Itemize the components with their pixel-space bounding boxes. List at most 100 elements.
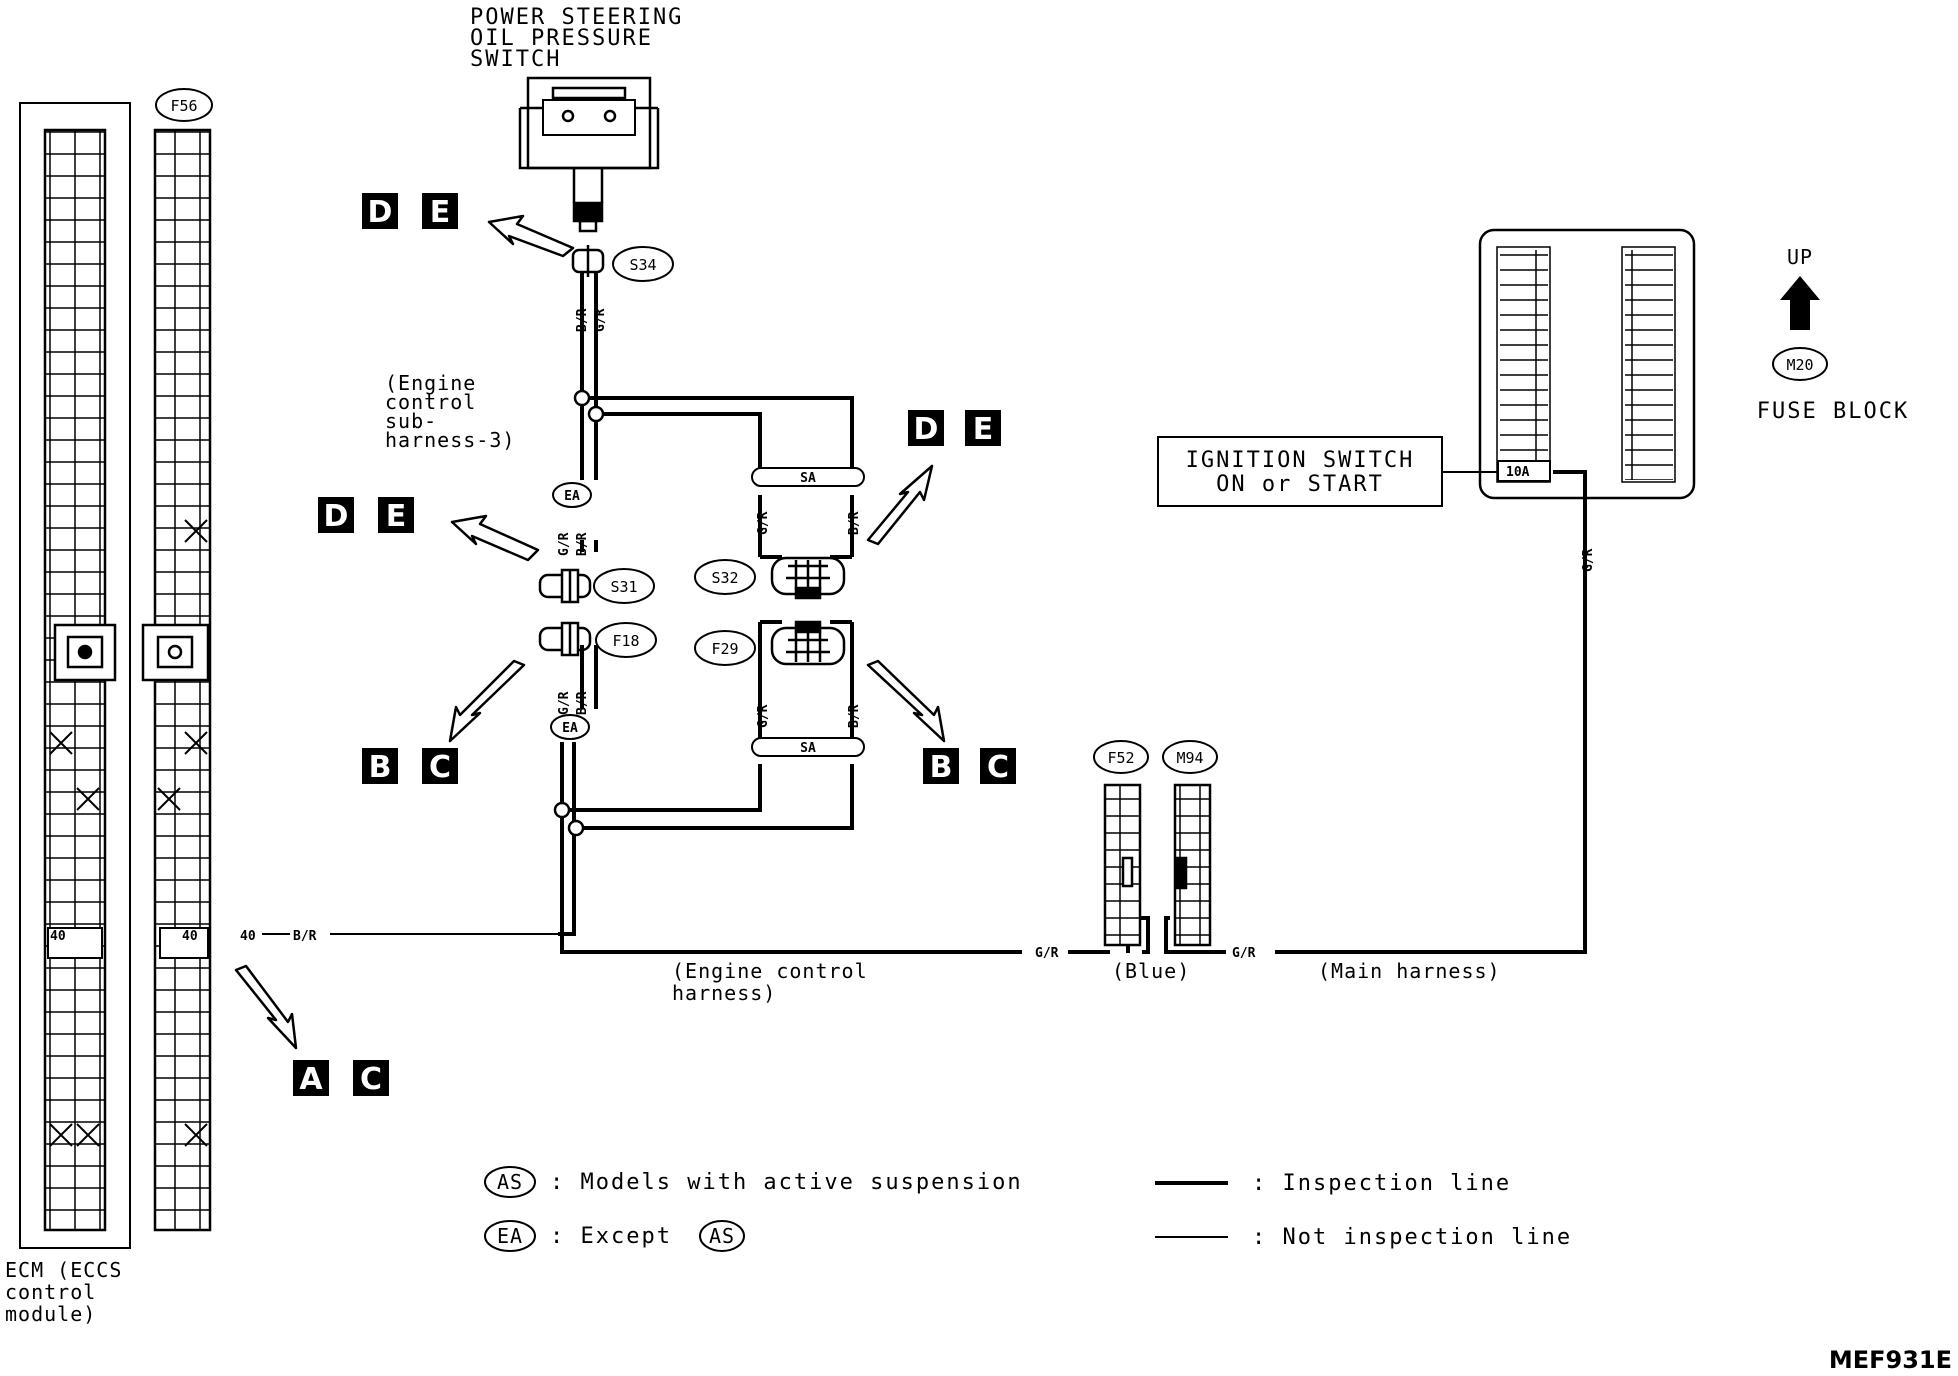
ea-marker-bottom: EA [550,714,590,740]
m94-connector [1164,783,1212,954]
m94-label: M94 [1162,740,1218,774]
svg-text:AS: AS [497,1170,523,1194]
reference-arrows [234,214,946,1050]
svg-text:G/R: G/R [756,511,771,535]
ecm-wire: 40 B/R [240,929,558,944]
svg-text:SA: SA [800,741,816,756]
svg-text:B/R: B/R [575,532,590,556]
sa-marker-top: SA [751,467,865,487]
svg-text:B: B [369,750,392,785]
ref-bc-1: B C [362,748,458,785]
splice-points [553,389,605,837]
s32-connector [770,556,846,600]
svg-text:: Inspection line: : Inspection line [1252,1171,1511,1196]
svg-text:EA: EA [497,1224,523,1248]
f56-label: F56 [155,88,213,122]
ecm-connector [19,102,131,1249]
svg-text:EA: EA [564,489,580,504]
svg-text:D: D [914,412,939,447]
ref-bc-2: B C [923,748,1016,785]
svg-text:SA: SA [800,471,816,486]
f18-connector [538,621,592,657]
svg-text:D: D [324,499,349,534]
svg-text:S34: S34 [629,256,656,274]
ea-marker-top: EA [552,482,592,508]
svg-text:: Except: : Except [550,1224,672,1249]
figure-code: MEF931E [1829,1346,1952,1374]
f56-connector [141,128,212,1232]
svg-text:UP: UP [1787,245,1813,269]
ecm-pin-40-a: 40 [50,929,66,944]
svg-text:B/R: B/R [847,511,862,535]
main-harness-label: (Main harness) [1318,959,1501,983]
f29-connector [770,620,846,666]
svg-text:B/R: B/R [847,704,862,728]
svg-text:B/R: B/R [575,308,590,332]
svg-text:B/R: B/R [575,691,590,715]
svg-text:EA: EA [562,721,578,736]
svg-text:A: A [299,1062,323,1097]
fuse-10a: 10A [1506,465,1530,480]
svg-text:S32: S32 [711,569,738,587]
power-steering-switch [518,76,660,376]
f29-label: F29 [694,630,756,666]
wire-gr-engine: G/R [1035,946,1059,961]
svg-text:M20: M20 [1786,356,1813,374]
s34-wire-labels: B/R G/R [575,308,608,332]
svg-text:B/R: B/R [293,929,317,944]
ref-de-3: D E [318,497,414,534]
harness-wiring [558,376,1022,954]
up-arrow-icon: UP [1780,245,1820,330]
svg-text:G/R: G/R [557,691,572,715]
sa-marker-bottom: SA [751,737,865,757]
svg-text:G/R: G/R [557,532,572,556]
svg-text:AS: AS [709,1224,735,1248]
wire-gr-fuse: G/R [1581,548,1596,572]
ref-ac: A C [293,1060,389,1097]
svg-text:40: 40 [240,929,256,944]
f18-label: F18 [595,622,657,658]
svg-text:F56: F56 [170,97,197,115]
svg-text:C: C [429,750,451,785]
wire-gr-main: G/R [1232,946,1256,961]
f29-wire-labels: G/R B/R [756,704,862,728]
legend-inspection-line: : Inspection line [1155,1171,1511,1196]
svg-text:E: E [973,412,994,447]
svg-text:G/R: G/R [593,308,608,332]
s34-label: S34 [612,246,674,282]
svg-text:S31: S31 [610,578,637,596]
svg-text:F52: F52 [1107,749,1134,767]
svg-text:E: E [430,195,451,230]
svg-text:D: D [368,195,393,230]
svg-text:C: C [360,1062,382,1097]
main-wiring [1068,470,1587,954]
f18-wire-labels: G/R B/R [557,691,590,715]
svg-text:: Models with active suspensio: : Models with active suspension [550,1170,1023,1195]
fuse-block [1478,228,1696,500]
blue-label: (Blue) [1112,959,1190,983]
s31-label: S31 [593,568,655,604]
legend-as: AS : Models with active suspension [484,1166,1023,1198]
s32-label: S32 [694,559,756,595]
svg-text:: Not inspection line: : Not inspection line [1252,1225,1572,1250]
svg-text:F18: F18 [612,632,639,650]
ref-de-2: D E [908,410,1001,447]
legend-not-inspection-line: : Not inspection line [1155,1225,1572,1250]
fuse-block-label: FUSE BLOCK [1757,399,1909,424]
s31-wire-labels: G/R B/R [557,532,590,556]
s31-connector [538,568,592,604]
m20-label: M20 [1772,347,1828,381]
svg-text:E: E [386,499,407,534]
svg-text:B: B [930,750,953,785]
s32-wire-labels: G/R B/R [756,511,862,535]
f56-pin-40-b: 40 [182,929,198,944]
svg-text:C: C [987,750,1009,785]
